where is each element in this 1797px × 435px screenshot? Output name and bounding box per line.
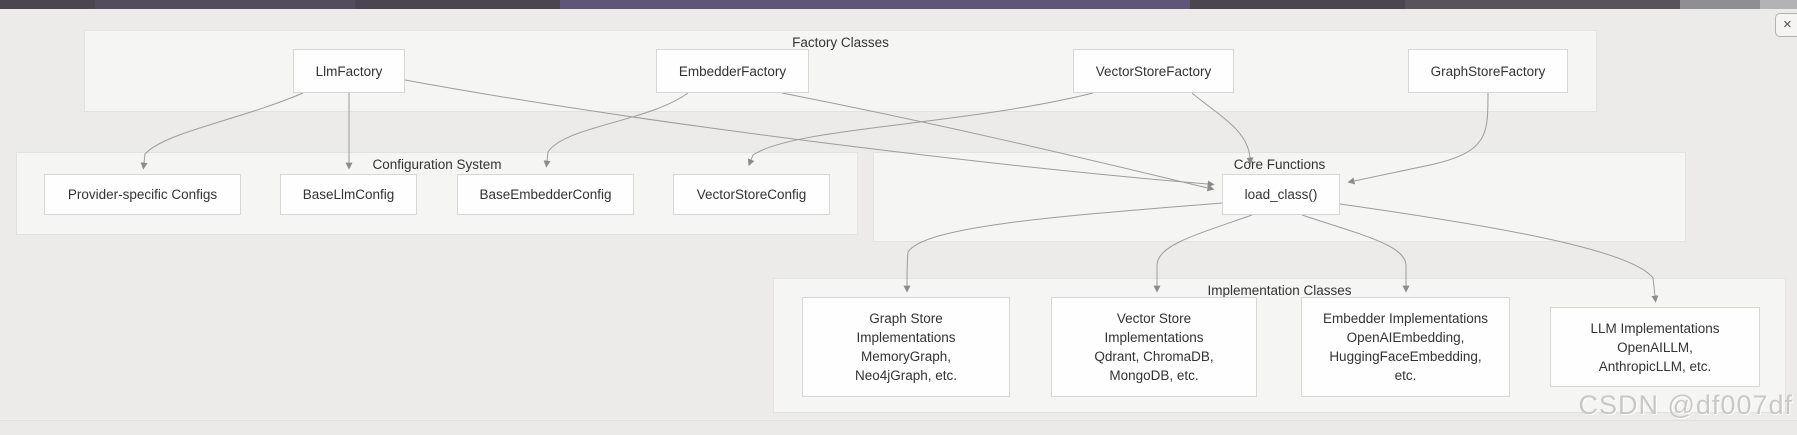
node-line: Neo4jGraph, etc. xyxy=(854,368,958,383)
group-label: Factory Classes xyxy=(792,35,889,50)
node-label: VectorStoreConfig xyxy=(696,187,807,202)
node-base-llm-config: BaseLlmConfig xyxy=(280,174,417,215)
window-top-strip xyxy=(0,0,1797,9)
node-line: Implementations xyxy=(1104,330,1204,345)
node-line: etc. xyxy=(1394,368,1417,383)
node-line: MongoDB, etc. xyxy=(1109,368,1199,383)
node-line: HuggingFaceEmbedding, xyxy=(1329,349,1482,364)
close-icon: × xyxy=(1783,16,1792,33)
group-label: Core Functions xyxy=(1233,157,1326,172)
node-line: OpenAILLM, xyxy=(1617,339,1693,355)
node-llm-factory: LlmFactory xyxy=(293,49,405,93)
node-line: OpenAIEmbedding, xyxy=(1346,330,1465,345)
node-line: MemoryGraph, xyxy=(860,349,952,364)
node-load-class: load_class() xyxy=(1222,174,1340,215)
node-label: VectorStoreFactory xyxy=(1095,63,1212,79)
csdn-watermark: CSDN @df007df xyxy=(1578,390,1793,420)
group-label: Configuration System xyxy=(372,157,502,172)
top-strip-segment xyxy=(560,0,1190,9)
top-strip-segment xyxy=(1760,0,1797,9)
top-strip-segment xyxy=(95,0,355,9)
node-llm-implementations: LLM Implementations OpenAILLM, Anthropic… xyxy=(1550,307,1760,387)
node-embedder-implementations: Embedder Implementations OpenAIEmbedding… xyxy=(1301,297,1510,397)
group-label: Implementation Classes xyxy=(1207,283,1352,298)
node-graph-store-factory: GraphStoreFactory xyxy=(1408,49,1568,93)
node-line: Implementations xyxy=(856,330,956,345)
node-vector-store-factory: VectorStoreFactory xyxy=(1073,49,1234,93)
node-line: Embedder Implementations xyxy=(1322,311,1489,326)
node-vector-store-config: VectorStoreConfig xyxy=(673,174,830,215)
node-label: Provider-specific Configs xyxy=(67,187,218,202)
node-line: Graph Store xyxy=(869,311,943,326)
node-line: AnthropicLLM, etc. xyxy=(1598,358,1712,374)
node-line: Qdrant, ChromaDB, xyxy=(1094,349,1214,364)
node-line: LLM Implementations xyxy=(1590,320,1720,336)
node-label: BaseEmbedderConfig xyxy=(479,187,612,202)
node-base-embedder-config: BaseEmbedderConfig xyxy=(457,174,634,215)
top-strip-segment xyxy=(1680,0,1760,9)
node-label: LlmFactory xyxy=(315,63,383,79)
node-line: Vector Store xyxy=(1116,311,1192,326)
node-label: GraphStoreFactory xyxy=(1430,63,1546,79)
node-vector-store-implementations: Vector Store Implementations Qdrant, Chr… xyxy=(1051,297,1257,397)
node-embedder-factory: EmbedderFactory xyxy=(656,49,809,93)
node-label: EmbedderFactory xyxy=(678,63,787,79)
node-label: load_class() xyxy=(1244,187,1318,202)
close-button[interactable]: × xyxy=(1775,13,1797,37)
node-label: BaseLlmConfig xyxy=(302,187,395,202)
node-provider-specific-configs: Provider-specific Configs xyxy=(44,174,241,215)
top-strip-segment xyxy=(1405,0,1680,9)
node-graph-store-implementations: Graph Store Implementations MemoryGraph,… xyxy=(802,297,1010,397)
bottom-strip xyxy=(0,420,1797,435)
